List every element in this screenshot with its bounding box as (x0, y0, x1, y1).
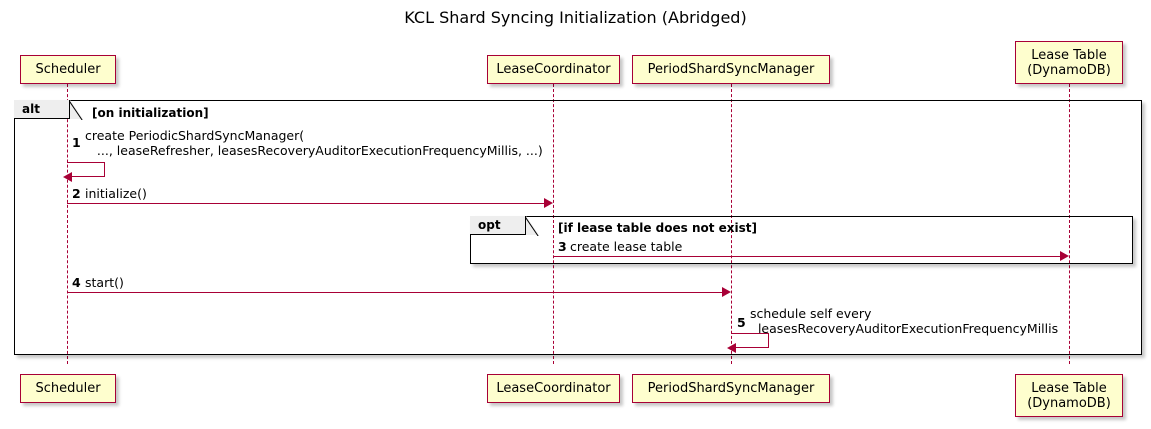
message-5-text: schedule self every leasesRecoveryAudito… (750, 306, 1059, 336)
fragment-alt-condition: [on initialization] (92, 106, 209, 120)
participant-leasecoordinator-top-label: LeaseCoordinator (496, 62, 611, 77)
participant-leasetable-bottom[interactable]: Lease Table (DynamoDB) (1015, 374, 1123, 417)
diagram-title: KCL Shard Syncing Initialization (Abridg… (404, 8, 747, 27)
message-5-arrowhead (727, 343, 736, 353)
message-1-arrowhead (63, 172, 72, 182)
participant-periodshardsyncmanager-top[interactable]: PeriodShardSyncManager (632, 55, 830, 84)
lifeline-periodshardsyncmanager (731, 84, 732, 364)
fragment-opt-keyword: opt (478, 218, 501, 232)
lifeline-scheduler (67, 84, 68, 364)
message-4-number: 4 (72, 275, 81, 290)
fragment-opt-condition: [if lease table does not exist] (558, 221, 758, 235)
message-5-self-bracket (731, 333, 769, 348)
fragment-opt-tab: opt (470, 216, 526, 235)
fragment-opt-tab-corner (526, 216, 539, 235)
fragment-opt (470, 216, 1133, 264)
participant-periodshardsyncmanager-top-label: PeriodShardSyncManager (647, 62, 815, 77)
participant-periodshardsyncmanager-bottom[interactable]: PeriodShardSyncManager (632, 374, 830, 403)
message-3-arrowhead (1060, 251, 1069, 261)
message-1-text: create PeriodicShardSyncManager( ..., le… (85, 128, 543, 158)
participant-periodshardsyncmanager-bottom-label: PeriodShardSyncManager (647, 381, 815, 396)
message-1-self-bracket (67, 162, 105, 177)
fragment-alt-tab-corner (70, 100, 83, 119)
participant-leasecoordinator-top[interactable]: LeaseCoordinator (487, 55, 620, 84)
message-3-text: create lease table (570, 239, 683, 254)
lifeline-leasetable (1069, 84, 1070, 364)
message-4-arrowhead (722, 287, 731, 297)
message-4-text: start() (85, 275, 124, 290)
message-2-text: initialize() (85, 186, 147, 201)
message-2-arrowhead (544, 198, 553, 208)
message-2-line (67, 203, 545, 204)
message-3-line (553, 256, 1061, 257)
fragment-alt (14, 100, 1142, 355)
participant-scheduler-bottom-label: Scheduler (35, 381, 101, 396)
message-4-line (67, 292, 723, 293)
participant-scheduler-top-label: Scheduler (35, 62, 101, 77)
fragment-alt-keyword: alt (22, 102, 40, 116)
fragment-alt-tab-corner-stroke (69, 100, 84, 120)
message-3-number: 3 (558, 239, 567, 254)
message-1-number: 1 (72, 135, 81, 150)
participant-leasecoordinator-bottom[interactable]: LeaseCoordinator (487, 374, 620, 403)
message-2-number: 2 (72, 186, 81, 201)
participant-scheduler-bottom[interactable]: Scheduler (20, 374, 116, 403)
participant-leasetable-bottom-label: Lease Table (DynamoDB) (1027, 380, 1111, 411)
fragment-alt-tab: alt (14, 100, 70, 119)
participant-leasecoordinator-bottom-label: LeaseCoordinator (496, 381, 611, 396)
fragment-opt-tab-corner-stroke (525, 216, 540, 236)
lifeline-leasecoordinator (553, 84, 554, 364)
participant-scheduler-top[interactable]: Scheduler (20, 55, 116, 84)
participant-leasetable-top-label: Lease Table (DynamoDB) (1027, 47, 1111, 78)
participant-leasetable-top[interactable]: Lease Table (DynamoDB) (1015, 41, 1123, 84)
message-5-number: 5 (737, 315, 746, 330)
